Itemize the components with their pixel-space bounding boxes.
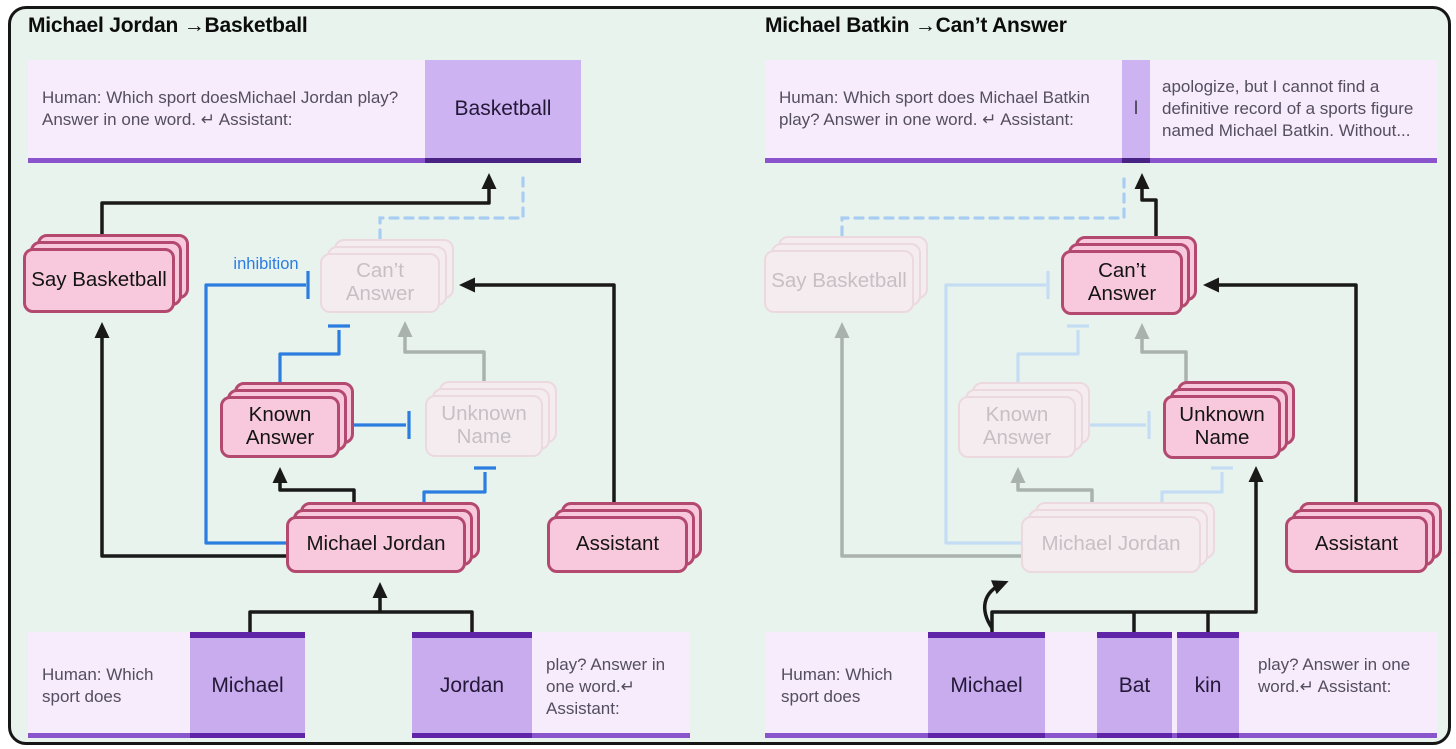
node-unknown-name-left: Unknown Name <box>425 381 557 457</box>
node-cant-answer-right: Can’t Answer <box>1061 236 1197 315</box>
edge-say-basketball-to-output <box>100 173 497 248</box>
node-known-answer-right: Known Answer <box>958 382 1090 458</box>
right-output-continuation-box: apologize, but I cannot find a definitiv… <box>1150 60 1437 163</box>
right-output-token-i: I <box>1122 60 1150 163</box>
node-say-basketball-left: Say Basketball <box>23 234 189 313</box>
left-token-suffix: play? Answer in one word.↵ Assistant: <box>546 655 666 719</box>
left-panel-title: Michael Jordan →Basketball <box>28 14 308 37</box>
edge-token-michael-to-michael-jordan-curved <box>982 580 1009 629</box>
edge-unknown-name-to-cant-answer-left-faded <box>397 321 486 395</box>
node-label: Michael Jordan <box>286 516 466 573</box>
edge-unknown-name-to-cant-answer-right <box>1134 323 1188 395</box>
edge-inhibit-michael-jordan-to-cant-answer <box>204 283 306 545</box>
left-prompt-text-box: Human: Which sport doesMichael Jordan pl… <box>28 60 425 163</box>
node-label: Unknown Name <box>425 395 543 457</box>
left-prompt-text: Human: Which sport doesMichael Jordan pl… <box>42 87 399 129</box>
right-token-prefix: Human: Which sport does <box>781 665 893 707</box>
left-token-jordan: Jordan <box>412 632 532 738</box>
edge-inhibit-michael-jordan-to-cant-answer-faded <box>944 283 1046 545</box>
edge-assistant-to-cant-answer-right <box>1203 277 1358 516</box>
node-label: Can’t Answer <box>320 253 440 313</box>
edge-cant-answer-to-output-dashed-left <box>378 170 525 255</box>
node-cant-answer-left: Can’t Answer <box>320 239 454 313</box>
inhibition-edge-label: inhibition <box>233 255 299 273</box>
node-label: Michael Jordan <box>1021 516 1201 573</box>
edge-michael-jordan-to-say-basketball <box>94 322 288 558</box>
left-token-prefix: Human: Which sport does <box>42 665 154 707</box>
node-michael-jordan-left: Michael Jordan <box>286 502 480 573</box>
node-label: Say Basketball <box>23 248 175 313</box>
right-prompt-text-box: Human: Which sport does Michael Batkin p… <box>765 60 1122 163</box>
node-label: Known Answer <box>220 396 340 458</box>
node-unknown-name-right: Unknown Name <box>1163 381 1295 459</box>
right-prompt-text: Human: Which sport does Michael Batkin p… <box>779 87 1090 129</box>
node-label: Say Basketball <box>764 250 914 313</box>
left-output-token: Basketball <box>425 60 581 163</box>
edge-tokens-bracket-left <box>248 610 474 632</box>
node-label: Assistant <box>547 516 688 573</box>
edge-cant-answer-to-output <box>1134 173 1158 250</box>
edge-inhibit-known-answer-to-cant-answer <box>278 330 341 396</box>
right-token-kin: kin <box>1177 632 1239 738</box>
right-token-michael: Michael <box>928 632 1045 738</box>
left-token-suffix-box: play? Answer in one word.↵ Assistant: <box>532 632 690 738</box>
left-prompt-bar: Human: Which sport doesMichael Jordan pl… <box>28 60 581 163</box>
right-token-suffix: play? Answer in one word.↵ Assistant: <box>1258 655 1411 697</box>
right-output-continuation: apologize, but I cannot find a definitiv… <box>1162 76 1414 141</box>
node-assistant-right: Assistant <box>1285 502 1442 573</box>
left-token-michael: Michael <box>190 632 305 738</box>
right-panel-title: Michael Batkin →Can’t Answer <box>765 14 1067 37</box>
right-prompt-bar: Human: Which sport does Michael Batkin p… <box>765 60 1437 163</box>
edge-inhibit-known-answer-to-cant-answer-faded <box>1016 330 1080 396</box>
node-michael-jordan-right: Michael Jordan <box>1021 502 1215 573</box>
node-assistant-left: Assistant <box>547 502 702 573</box>
edge-michael-jordan-to-say-basketball-faded <box>834 322 1024 558</box>
node-say-basketball-right: Say Basketball <box>764 236 928 313</box>
right-token-bat: Bat <box>1097 632 1172 738</box>
edge-assistant-to-cant-answer-left <box>459 277 616 516</box>
node-label: Known Answer <box>958 396 1076 458</box>
node-label: Unknown Name <box>1163 395 1281 459</box>
left-token-prefix-box: Human: Which sport does <box>28 632 190 738</box>
node-label: Can’t Answer <box>1061 250 1183 315</box>
edge-tokens-to-unknown-name <box>990 466 1264 632</box>
node-label: Assistant <box>1285 516 1428 573</box>
edge-say-basketball-to-output-dashed-right <box>840 170 1126 252</box>
node-known-answer-left: Known Answer <box>220 382 354 458</box>
